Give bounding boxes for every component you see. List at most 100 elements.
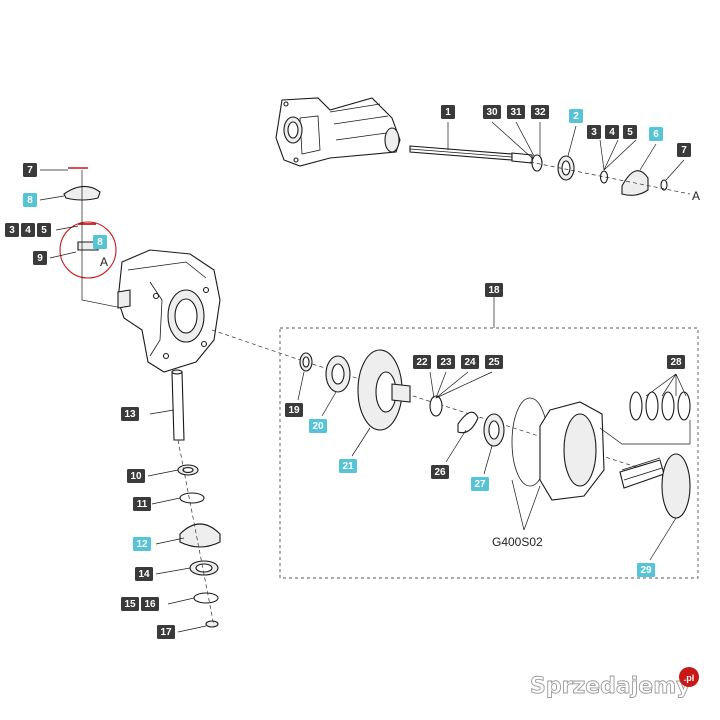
callout-box: [587, 125, 601, 139]
callout-number: 14: [138, 569, 150, 580]
callout-box: [5, 223, 19, 237]
callout-7: 7: [677, 143, 691, 157]
callout-28: 28: [667, 355, 685, 369]
leader-lines: [39, 121, 685, 633]
callout-3: 3: [587, 125, 601, 139]
callout-23: 23: [437, 355, 455, 369]
callout-number: 8: [27, 195, 33, 206]
callout-number: 31: [510, 107, 522, 118]
callout-number: 32: [534, 107, 546, 118]
callout-12: 12: [133, 537, 151, 551]
callout-2: 2: [569, 109, 583, 123]
callout-number: 12: [136, 539, 148, 550]
callout-box: [485, 283, 503, 297]
kit-frame: [279, 296, 699, 579]
callout-box: [121, 407, 139, 421]
callout-5: 5: [623, 125, 637, 139]
callout-box: [339, 459, 357, 473]
callout-31: 31: [507, 105, 525, 119]
callout-number: 29: [640, 565, 652, 576]
callout-box: [649, 127, 663, 141]
callout-number: 2: [573, 111, 579, 122]
callout-box: [637, 563, 655, 577]
callout-number: 9: [37, 253, 43, 264]
callout-27: 27: [471, 477, 489, 491]
callout-number: 28: [670, 357, 682, 368]
callout-22: 22: [413, 355, 431, 369]
callout-box: [33, 251, 47, 265]
callout-box: [413, 355, 431, 369]
callout-number: 4: [609, 127, 615, 138]
callout-number: 7: [27, 165, 33, 176]
angle-gearbox-housing: [117, 249, 221, 373]
callout-18: 18: [485, 283, 503, 297]
callout-box: [677, 143, 691, 157]
callout-number: 13: [124, 409, 136, 420]
callout-number: 3: [591, 127, 597, 138]
gearbox-to-kit-reference: [211, 329, 307, 363]
top-reference-line: [529, 161, 691, 195]
seal-pack-28: [599, 373, 691, 445]
callout-number: 21: [342, 461, 354, 472]
callout-number: 17: [160, 627, 172, 638]
callout-box: [309, 419, 327, 433]
callout-box: [483, 105, 501, 119]
callout-number: 22: [416, 357, 428, 368]
callout-19: 19: [285, 403, 303, 417]
callout-1: 1: [441, 105, 455, 119]
callout-box: [23, 163, 37, 177]
callout-number: 7: [681, 145, 687, 156]
callout-number: 25: [488, 357, 500, 368]
callout-16: 16: [141, 597, 159, 611]
watermark-text: Sprzedajemy: [530, 674, 691, 699]
callout-15: 15: [121, 597, 139, 611]
callout-number: 8: [97, 237, 103, 248]
watermark-suffix: .pl: [684, 673, 695, 683]
callout-box: [93, 235, 107, 249]
callout-10: 10: [127, 469, 145, 483]
callout-24: 24: [461, 355, 479, 369]
callout-box: [135, 567, 153, 581]
callout-number: 27: [474, 479, 486, 490]
callout-number: 6: [653, 129, 659, 140]
callout-number: 4: [25, 225, 31, 236]
callout-number: 30: [486, 107, 498, 118]
vertical-shaft-parts: [177, 439, 221, 628]
callout-box: [21, 223, 35, 237]
callout-number: 1: [445, 107, 451, 118]
callout-box: [441, 105, 455, 119]
callout-number: 20: [312, 421, 324, 432]
callout-box: [437, 355, 455, 369]
callout-9: 9: [33, 251, 47, 265]
callout-number: 18: [488, 285, 500, 296]
shaft-rings: [531, 154, 668, 196]
callout-box: [471, 477, 489, 491]
callout-25: 25: [485, 355, 503, 369]
callout-box: [461, 355, 479, 369]
callout-number: 5: [627, 127, 633, 138]
callout-box: [133, 537, 151, 551]
callout-box: [133, 497, 151, 511]
watermark: Sprzedajemy .pl: [530, 667, 699, 699]
callout-17: 17: [157, 625, 175, 639]
ref-label-a-left: A: [100, 255, 108, 269]
callout-32: 32: [531, 105, 549, 119]
callout-number: 15: [124, 599, 136, 610]
kit-code-label: G400S02: [492, 535, 543, 549]
callout-number: 16: [144, 599, 156, 610]
callout-box: [507, 105, 525, 119]
callout-5: 5: [37, 223, 51, 237]
axle-housing: [275, 97, 401, 167]
vertical-shaft: [171, 369, 185, 441]
callout-box: [23, 193, 37, 207]
callout-box: [285, 403, 303, 417]
callout-4: 4: [605, 125, 619, 139]
callout-3: 3: [5, 223, 19, 237]
callout-7: 7: [23, 163, 37, 177]
callout-26: 26: [431, 465, 449, 479]
callout-20: 20: [309, 419, 327, 433]
callout-box: [141, 597, 159, 611]
callout-box: [127, 469, 145, 483]
